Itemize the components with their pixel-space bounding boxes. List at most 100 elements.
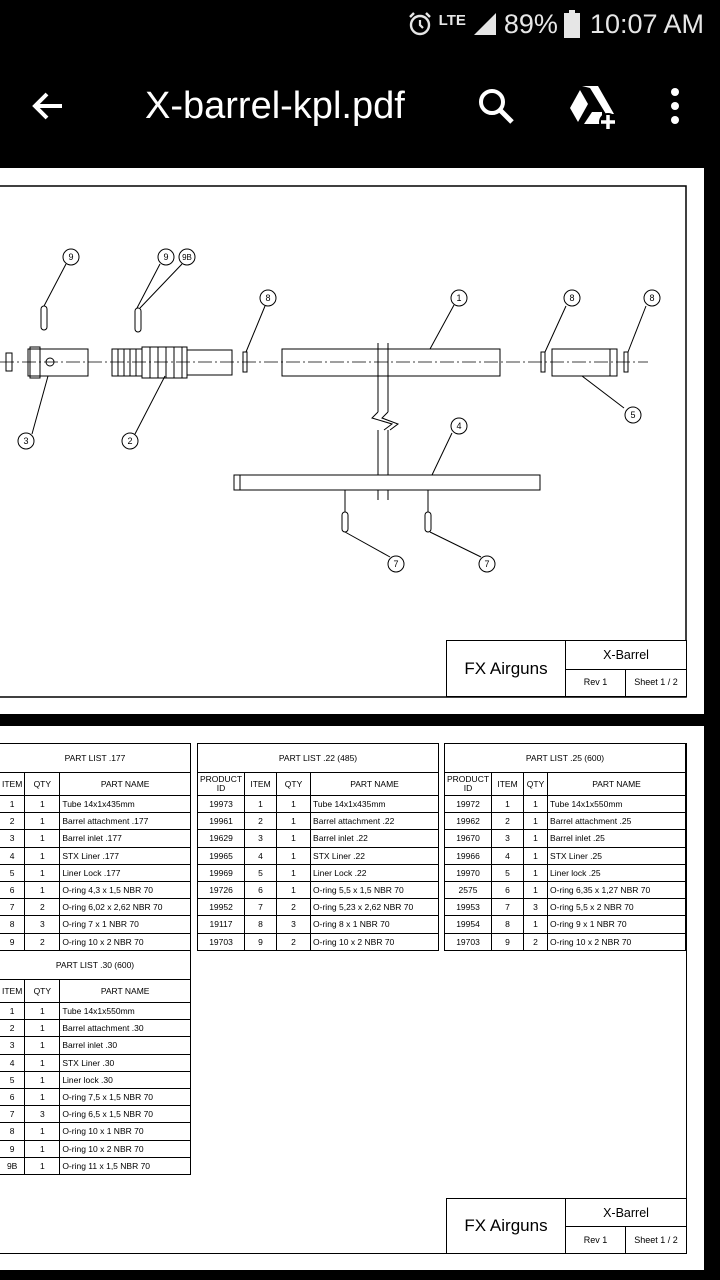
search-button[interactable] xyxy=(468,78,524,134)
battery-percent: 89% xyxy=(503,8,558,39)
part-name-cell: Barrel inlet .22 xyxy=(310,829,439,848)
product-id-cell: 19954 xyxy=(443,915,493,934)
qty-cell: 1 xyxy=(276,794,312,814)
callout-8: 8 xyxy=(649,293,654,303)
product-id-cell: 2575 xyxy=(443,880,493,900)
part-name-cell: STX Liner .22 xyxy=(310,846,439,865)
add-to-drive-icon xyxy=(570,86,617,131)
item-cell: 7 xyxy=(0,898,26,917)
item-cell: 9 xyxy=(0,1139,26,1158)
part-name-cell: STX Liner .30 xyxy=(59,1053,191,1072)
part-name-cell: Barrel inlet .30 xyxy=(59,1036,191,1055)
qty-cell: 2 xyxy=(276,898,312,917)
col-item: ITEM xyxy=(491,772,525,796)
product-id-cell: 19970 xyxy=(443,863,493,882)
part-name-cell: O-ring 6,35 x 1,27 NBR 70 xyxy=(547,880,686,900)
qty-cell: 1 xyxy=(523,812,549,831)
part-name-cell: Barrel inlet .25 xyxy=(547,829,686,848)
item-cell: 7 xyxy=(491,898,525,917)
item-cell: 2 xyxy=(491,812,525,831)
qty-cell: 1 xyxy=(523,846,549,865)
exploded-drawing: 9 9 9B 8 1 8 8 3 2 5 4 7 7 xyxy=(0,185,687,698)
callout-9b: 9B xyxy=(182,253,192,262)
callout-8: 8 xyxy=(569,293,574,303)
qty-cell: 3 xyxy=(24,1105,61,1124)
item-cell: 8 xyxy=(244,915,278,934)
qty-cell: 1 xyxy=(24,1122,61,1141)
col-item: ITEM xyxy=(244,772,278,796)
callout-1: 1 xyxy=(456,293,461,303)
col-part-name: PART NAME xyxy=(59,772,191,796)
more-options-button[interactable] xyxy=(660,78,690,134)
qty-cell: 1 xyxy=(24,1156,61,1175)
back-button[interactable] xyxy=(20,78,76,134)
qty-cell: 1 xyxy=(24,880,61,900)
part-name-cell: O-ring 10 x 2 NBR 70 xyxy=(310,932,439,951)
part-name-cell: STX Liner .25 xyxy=(547,846,686,865)
revision: Rev 1 xyxy=(566,1226,626,1253)
part-name-cell: O-ring 10 x 1 NBR 70 xyxy=(59,1122,191,1141)
col-qty: QTY xyxy=(276,772,312,796)
pdf-page-1[interactable]: 9 9 9B 8 1 8 8 3 2 5 4 7 7 FX Airguns X-… xyxy=(0,168,704,714)
col-qty: QTY xyxy=(24,772,61,796)
product-id-cell: 19973 xyxy=(196,794,246,814)
document-title: X-barrel-kpl.pdf xyxy=(145,85,405,127)
callout-3: 3 xyxy=(23,436,28,446)
add-to-drive-button[interactable] xyxy=(562,78,622,134)
qty-cell: 1 xyxy=(276,846,312,865)
qty-cell: 1 xyxy=(24,846,61,865)
item-cell: 1 xyxy=(244,794,278,814)
qty-cell: 1 xyxy=(24,1036,61,1055)
part-name-cell: Liner lock .30 xyxy=(59,1070,191,1089)
title-block: FX Airguns X-Barrel Rev 1 Sheet 1 / 2 xyxy=(446,640,687,697)
item-cell: 8 xyxy=(0,915,26,934)
col-qty: QTY xyxy=(523,772,549,796)
search-icon xyxy=(479,89,514,124)
callout-5: 5 xyxy=(630,410,635,420)
item-cell: 3 xyxy=(0,1036,26,1055)
item-cell: 3 xyxy=(0,829,26,848)
clock: 10:07 AM xyxy=(589,8,704,39)
item-cell: 5 xyxy=(244,863,278,882)
app-bar: X-barrel-kpl.pdf xyxy=(0,48,720,168)
part-name-cell: O-ring 8 x 1 NBR 70 xyxy=(310,915,439,934)
qty-cell: 1 xyxy=(24,1087,61,1107)
part-list-title: PART LIST .25 (600) xyxy=(444,743,686,773)
qty-cell: 1 xyxy=(24,812,61,831)
part-name-cell: Barrel inlet .177 xyxy=(59,829,191,848)
qty-cell: 3 xyxy=(276,915,312,934)
part-name-cell: O-ring 5,5 x 2 NBR 70 xyxy=(547,898,686,917)
item-cell: 7 xyxy=(0,1105,26,1124)
part-name-cell: O-ring 7,5 x 1,5 NBR 70 xyxy=(59,1087,191,1107)
item-cell: 8 xyxy=(491,915,525,934)
qty-cell: 3 xyxy=(523,898,549,917)
col-part-name: PART NAME xyxy=(547,772,686,796)
qty-cell: 1 xyxy=(523,880,549,900)
col-item: ITEM xyxy=(0,772,26,796)
alarm-icon xyxy=(408,12,431,36)
part-name-cell: Liner Lock .177 xyxy=(59,863,191,882)
item-cell: 4 xyxy=(244,846,278,865)
part-name-cell: O-ring 9 x 1 NBR 70 xyxy=(547,915,686,934)
part-name-cell: Liner Lock .22 xyxy=(310,863,439,882)
callout-9: 9 xyxy=(68,252,73,262)
